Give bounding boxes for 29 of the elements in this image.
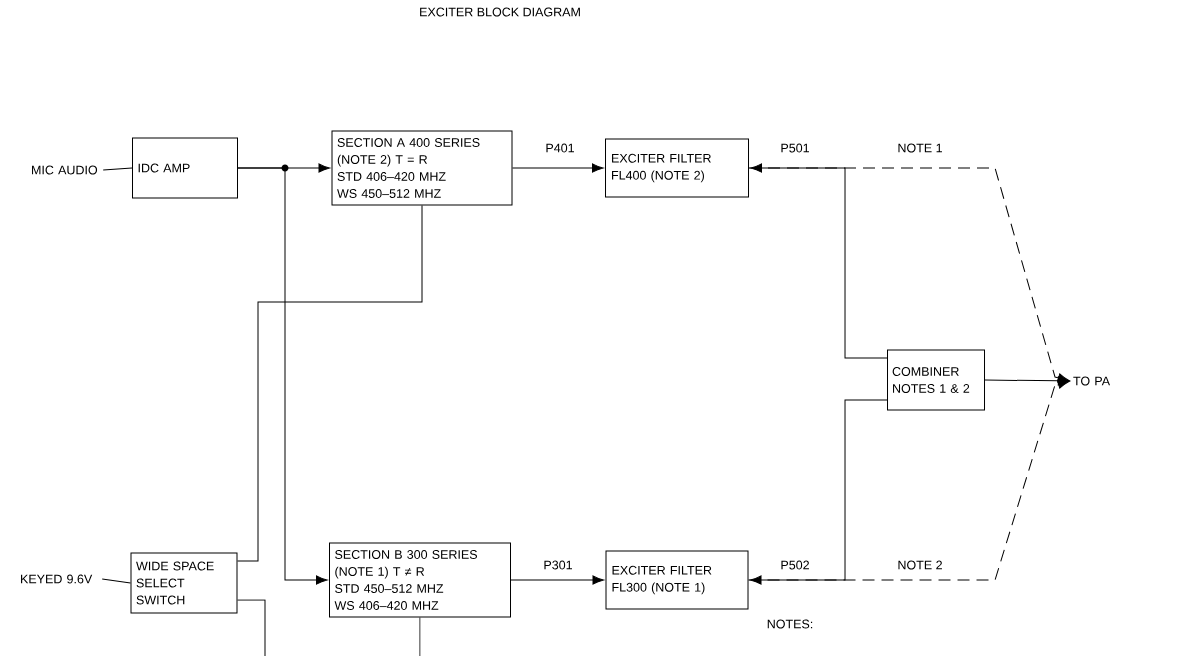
arrow [512,163,604,173]
signal-label: KEYED 9.6V [21,574,93,584]
title: EXCITER BLOCK DIAGRAM [420,7,580,17]
edge-label: NOTE 2 [896,559,944,571]
signal-label: MIC AUDIO [32,165,98,175]
block-box: IDC AMP [132,137,238,199]
edge-label: P502 [779,559,811,571]
block-box: SECTION A 400 SERIES (NOTE 2) T = R STD 406–420 MHZ WS 450–512 MHZ [331,130,513,206]
connector-line [237,205,423,562]
connector-line [101,578,131,584]
arrow [510,575,604,585]
edge-label: P401 [544,142,576,154]
block-box: EXCITER FILTER FL400 (NOTE 2) [605,138,749,198]
connector-line [419,617,421,656]
connector-line [102,167,133,171]
dashed-connector [748,167,1070,383]
edge-label: P501 [779,142,811,154]
edge-label: P301 [542,559,574,571]
block-box: EXCITER FILTER FL300 (NOTE 1) [605,550,749,610]
block-box: WIDE SPACE SELECT SWITCH [130,552,238,614]
arrow [750,399,888,585]
signal-label: TO PA [1073,376,1111,386]
edge-label: NOTE 1 [896,142,944,154]
connector-line [237,599,266,656]
block-box: SECTION B 300 SERIES (NOTE 1) T ≠ R STD 450–512 MHZ WS 406–420 MHZ [329,542,511,618]
arrow [237,167,328,585]
dashed-connector [748,379,1070,581]
notes-heading: NOTES: [767,619,813,629]
block-box: COMBINER NOTES 1 & 2 [887,349,985,411]
